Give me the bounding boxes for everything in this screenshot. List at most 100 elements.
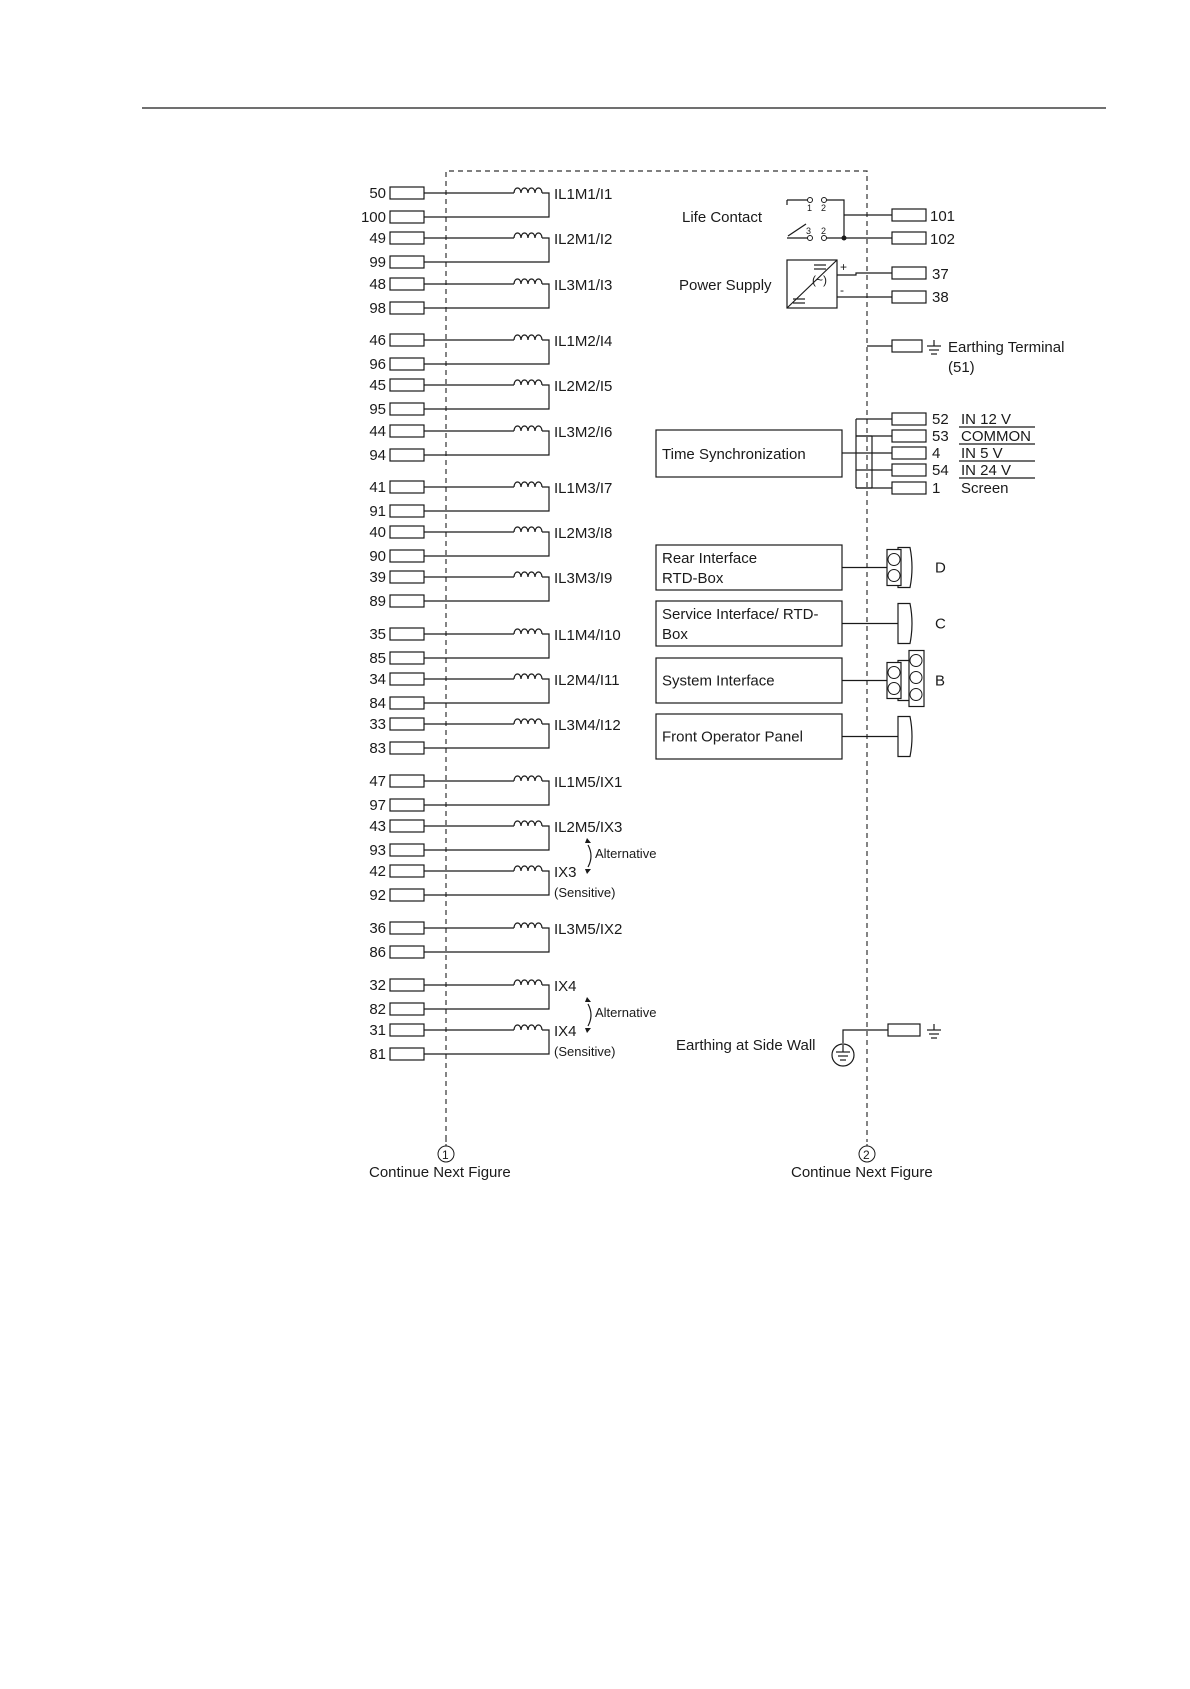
terminal[interactable] [389, 798, 425, 812]
channel-label: IL1M5/IX1 [554, 774, 622, 791]
terminal[interactable] [389, 864, 425, 878]
terminal-number: 46 [369, 332, 386, 349]
sub-d-connector-icon[interactable] [897, 715, 913, 758]
terminal[interactable] [389, 819, 425, 833]
terminal[interactable] [389, 594, 425, 608]
terminal[interactable] [389, 277, 425, 291]
coil-icon [513, 526, 543, 533]
terminal[interactable] [389, 549, 425, 563]
terminal[interactable] [389, 843, 425, 857]
signal-label: IN 12 V [961, 411, 1011, 428]
terminal[interactable] [891, 290, 927, 304]
terminal[interactable] [389, 774, 425, 788]
terminal[interactable] [891, 339, 923, 353]
terminal[interactable] [891, 481, 927, 495]
terminal[interactable] [389, 424, 425, 438]
sub-d-connector-icon[interactable] [897, 546, 913, 589]
channel-label: IL1M1/I1 [554, 186, 612, 203]
terminal[interactable] [389, 186, 425, 200]
terminal-number: 89 [369, 593, 386, 610]
terminal-number: 48 [369, 276, 386, 293]
terminal[interactable] [389, 231, 425, 245]
terminal[interactable] [389, 378, 425, 392]
coil-icon [513, 718, 543, 725]
terminal-number: 98 [369, 300, 386, 317]
channel-label: IL1M2/I4 [554, 333, 612, 350]
terminal[interactable] [891, 231, 927, 245]
terminal[interactable] [389, 672, 425, 686]
terminal-number: 85 [369, 650, 386, 667]
interface-label: System Interface [662, 673, 775, 690]
time-sync-label: Time Synchronization [662, 446, 806, 463]
interface-4: Front Operator Panel [655, 713, 913, 760]
terminal[interactable] [389, 357, 425, 371]
terminal-number: 97 [369, 797, 386, 814]
terminal-number: 96 [369, 356, 386, 373]
terminal[interactable] [389, 210, 425, 224]
terminal[interactable] [389, 627, 425, 641]
coil-icon [513, 232, 543, 239]
terminal[interactable] [389, 696, 425, 710]
channel-label: IL1M3/I7 [554, 480, 612, 497]
coil-icon [513, 571, 543, 578]
interface-box [655, 544, 843, 591]
terminal[interactable] [891, 266, 927, 280]
protective-earth-icon [831, 1043, 855, 1067]
signal-label: COMMON [961, 428, 1031, 445]
terminal[interactable] [389, 741, 425, 755]
terminal-number: 91 [369, 503, 386, 520]
terminal[interactable] [389, 301, 425, 315]
terminal[interactable] [389, 651, 425, 665]
terminal[interactable] [389, 525, 425, 539]
polarity-minus: - [840, 283, 844, 297]
terminal[interactable] [389, 1023, 425, 1037]
terminal-number: 50 [369, 185, 386, 202]
coil-icon [513, 673, 543, 680]
terminal[interactable] [389, 448, 425, 462]
contact-number: 3 [806, 226, 811, 236]
terminal[interactable] [389, 1002, 425, 1016]
sub-d-connector-icon[interactable] [897, 602, 913, 645]
power-supply-label: Power Supply [679, 277, 772, 294]
terminal-number: 44 [369, 423, 386, 440]
terminal[interactable] [389, 888, 425, 902]
terminal[interactable] [389, 1047, 425, 1061]
interface-box [655, 713, 843, 760]
terminal[interactable] [389, 480, 425, 494]
terminal-number: 39 [369, 569, 386, 586]
terminal[interactable] [389, 504, 425, 518]
terminal[interactable] [389, 570, 425, 584]
terminal[interactable] [389, 921, 425, 935]
terminal-number: 31 [369, 1022, 386, 1039]
terminal[interactable] [389, 402, 425, 416]
terminal[interactable] [891, 412, 927, 426]
terminal[interactable] [389, 255, 425, 269]
signal-label: IN 5 V [961, 445, 1003, 462]
terminal-number: 81 [369, 1046, 386, 1063]
terminal[interactable] [887, 1023, 921, 1037]
terminal-number: 47 [369, 773, 386, 790]
interface-label-2: RTD-Box [662, 570, 724, 587]
terminal[interactable] [891, 208, 927, 222]
terminal[interactable] [389, 945, 425, 959]
terminal[interactable] [891, 446, 927, 460]
channel-label: IX4 [554, 1023, 577, 1040]
continuation-2: 2 Continue Next Figure [791, 1145, 933, 1181]
terminal[interactable] [891, 463, 927, 477]
terminal-number: 42 [369, 863, 386, 880]
terminal[interactable] [389, 333, 425, 347]
terminal[interactable] [891, 429, 927, 443]
terminal[interactable] [389, 978, 425, 992]
terminal[interactable] [389, 717, 425, 731]
